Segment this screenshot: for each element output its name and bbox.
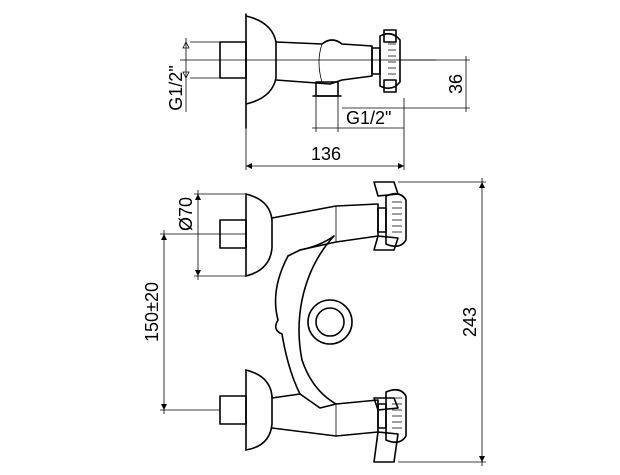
- width-136-label: 136: [311, 144, 341, 164]
- front-view: [160, 178, 486, 466]
- side-view: [180, 13, 470, 170]
- height-36-label: 36: [446, 74, 466, 94]
- centers-150-label: 150±20: [142, 282, 162, 342]
- thread-bottom-label: G1/2": [346, 108, 391, 128]
- thread-top-label: G1/2": [166, 65, 186, 110]
- diameter-70-label: Ø70: [176, 197, 196, 231]
- height-243-label: 243: [460, 307, 480, 337]
